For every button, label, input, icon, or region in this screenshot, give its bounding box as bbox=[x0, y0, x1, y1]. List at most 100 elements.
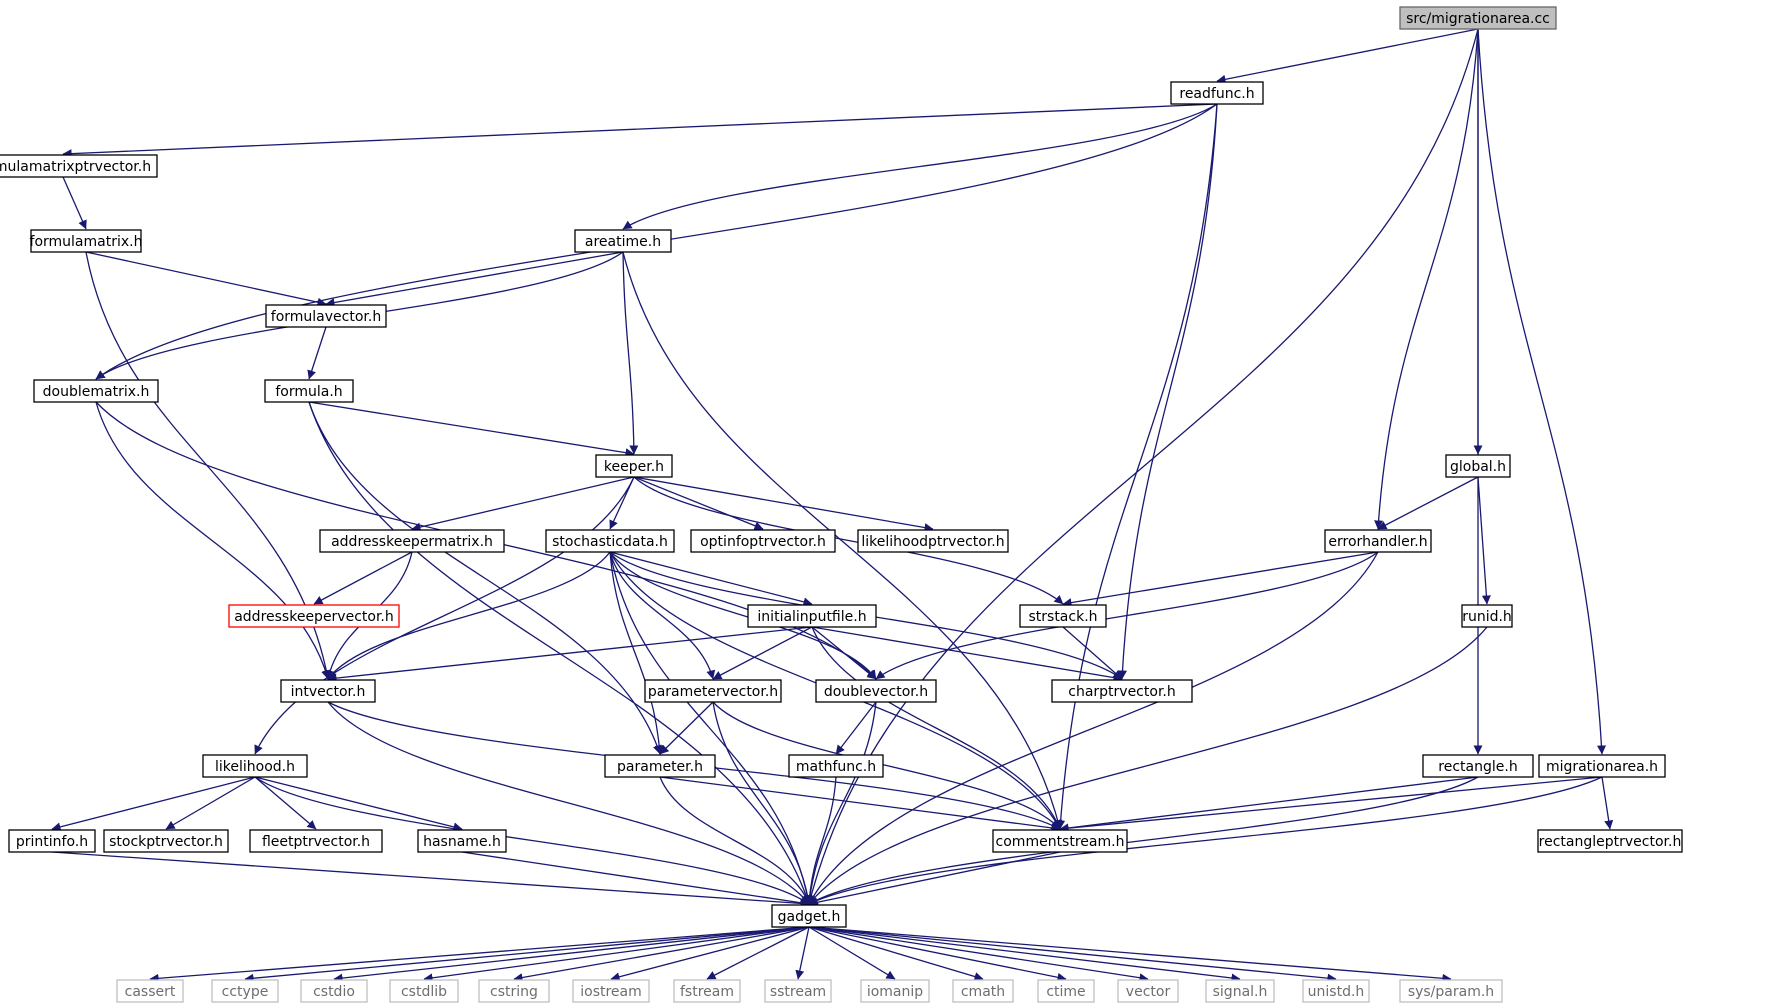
node-stockptr[interactable]: stockptrvector.h bbox=[103, 829, 229, 853]
node-comment[interactable]: commentstream.h bbox=[992, 829, 1128, 853]
node-fmatrix[interactable]: formulamatrix.h bbox=[30, 229, 143, 253]
edge-fmatrix-to-fvector bbox=[85, 251, 327, 307]
edge-gadget-to-unistd bbox=[808, 926, 1337, 983]
node-akv[interactable]: addresskeepervector.h bbox=[228, 604, 400, 628]
node-ctime-box bbox=[1037, 979, 1095, 1003]
node-unistd[interactable]: unistd.h bbox=[1302, 979, 1370, 1003]
node-signal-label: signal.h bbox=[1213, 984, 1268, 1000]
edge-param-to-gadget bbox=[659, 776, 811, 905]
node-dmatrix[interactable]: doublematrix.h bbox=[33, 379, 159, 403]
node-strstack-box bbox=[1019, 604, 1107, 628]
node-likeptr[interactable]: likelihoodptrvector.h bbox=[857, 529, 1009, 553]
node-gadget-label: gadget.h bbox=[778, 909, 841, 925]
edge-stoch-to-dblvec bbox=[609, 551, 877, 680]
edge-gadget-to-iostream bbox=[610, 926, 810, 982]
node-fvector-label: formulavector.h bbox=[271, 309, 381, 325]
node-readfunc-label: readfunc.h bbox=[1179, 86, 1254, 102]
node-fstream[interactable]: fstream bbox=[673, 979, 741, 1003]
edge-paramvec-to-param bbox=[659, 701, 714, 755]
node-migarea[interactable]: migrationarea.h bbox=[1538, 754, 1666, 778]
node-ctime[interactable]: ctime bbox=[1037, 979, 1095, 1003]
node-signal[interactable]: signal.h bbox=[1205, 979, 1275, 1003]
node-global[interactable]: global.h bbox=[1445, 454, 1511, 478]
node-paramvec[interactable]: parametervector.h bbox=[644, 679, 782, 703]
node-fmpv[interactable]: formulamatrixptrvector.h bbox=[0, 154, 158, 178]
node-vector[interactable]: vector bbox=[1117, 979, 1179, 1003]
node-dmatrix-label: doublematrix.h bbox=[43, 384, 150, 400]
node-stoch[interactable]: stochasticdata.h bbox=[545, 529, 675, 553]
node-optinfo-box bbox=[690, 529, 836, 553]
node-sysparam[interactable]: sys/param.h bbox=[1399, 979, 1503, 1003]
node-keeper[interactable]: keeper.h bbox=[595, 454, 673, 478]
node-rect-label: rectangle.h bbox=[1438, 759, 1517, 775]
node-charptr[interactable]: charptrvector.h bbox=[1051, 679, 1193, 703]
node-cstdlib[interactable]: cstdlib bbox=[389, 979, 459, 1003]
node-cassert[interactable]: cassert bbox=[116, 979, 184, 1003]
node-likelihood-label: likelihood.h bbox=[215, 759, 295, 775]
node-fvector[interactable]: formulavector.h bbox=[265, 304, 387, 328]
node-gadget[interactable]: gadget.h bbox=[771, 904, 847, 928]
node-iomanip-box bbox=[860, 979, 930, 1003]
node-runid[interactable]: runid.h bbox=[1461, 604, 1513, 628]
node-cstdio[interactable]: cstdio bbox=[300, 979, 368, 1003]
node-errh[interactable]: errorhandler.h bbox=[1324, 529, 1432, 553]
node-mathfunc-label: mathfunc.h bbox=[796, 759, 876, 775]
node-cmath[interactable]: cmath bbox=[952, 979, 1014, 1003]
node-iostream-box bbox=[572, 979, 650, 1003]
node-mathfunc[interactable]: mathfunc.h bbox=[788, 754, 884, 778]
edge-migarea-to-comment bbox=[1059, 776, 1603, 833]
edge-akm-to-akv bbox=[313, 551, 413, 605]
edge-likelihood-to-stockptr bbox=[165, 776, 256, 830]
edge-formula-to-keeper bbox=[308, 401, 635, 458]
node-strstack[interactable]: strstack.h bbox=[1019, 604, 1107, 628]
node-sstream[interactable]: sstream bbox=[764, 979, 832, 1003]
edge-gadget-to-vector bbox=[808, 926, 1149, 983]
node-areatime-box bbox=[574, 229, 672, 253]
node-initinput-label: initialinputfile.h bbox=[757, 609, 866, 625]
node-param-label: parameter.h bbox=[617, 759, 703, 775]
edge-readfunc-to-charptr bbox=[1117, 103, 1218, 680]
node-errh-label: errorhandler.h bbox=[1328, 534, 1427, 550]
node-global-box bbox=[1445, 454, 1511, 478]
node-akm[interactable]: addresskeepermatrix.h bbox=[319, 529, 505, 553]
node-areatime[interactable]: areatime.h bbox=[574, 229, 672, 253]
node-rect[interactable]: rectangle.h bbox=[1422, 754, 1534, 778]
edge-errh-to-gadget bbox=[808, 551, 1379, 905]
node-optinfo[interactable]: optinfoptrvector.h bbox=[690, 529, 836, 553]
node-akv-label: addresskeepervector.h bbox=[234, 609, 394, 625]
node-cstdlib-label: cstdlib bbox=[401, 984, 447, 1000]
edge-likelihood-to-hasname bbox=[254, 776, 463, 832]
node-iomanip[interactable]: iomanip bbox=[860, 979, 930, 1003]
edge-stoch-to-gadget bbox=[609, 551, 812, 905]
node-initinput[interactable]: initialinputfile.h bbox=[747, 604, 877, 628]
node-comment-label: commentstream.h bbox=[996, 834, 1125, 850]
node-formula[interactable]: formula.h bbox=[264, 379, 354, 403]
node-root[interactable]: src/migrationarea.cc bbox=[1399, 6, 1557, 30]
node-dblvec[interactable]: doublevector.h bbox=[815, 679, 937, 703]
node-rectptr[interactable]: rectangleptrvector.h bbox=[1537, 829, 1683, 853]
node-charptr-label: charptrvector.h bbox=[1068, 684, 1175, 700]
node-likelihood[interactable]: likelihood.h bbox=[202, 754, 308, 778]
node-fleetptr[interactable]: fleetptrvector.h bbox=[249, 829, 383, 853]
node-fstream-box bbox=[673, 979, 741, 1003]
node-cctype[interactable]: cctype bbox=[211, 979, 279, 1003]
node-iomanip-label: iomanip bbox=[867, 984, 923, 1000]
node-intvec[interactable]: intvector.h bbox=[280, 679, 376, 703]
node-migarea-box bbox=[1538, 754, 1666, 778]
node-iostream[interactable]: iostream bbox=[572, 979, 650, 1003]
node-vector-box bbox=[1117, 979, 1179, 1003]
node-root-label: src/migrationarea.cc bbox=[1406, 11, 1550, 27]
node-rectptr-label: rectangleptrvector.h bbox=[1539, 834, 1682, 850]
node-cstdlib-box bbox=[389, 979, 459, 1003]
node-param[interactable]: parameter.h bbox=[604, 754, 716, 778]
edge-stoch-to-intvec bbox=[327, 551, 611, 680]
edge-root-to-readfunc bbox=[1216, 28, 1479, 84]
node-readfunc[interactable]: readfunc.h bbox=[1170, 81, 1264, 105]
edge-intvec-to-gadget bbox=[327, 701, 810, 905]
node-hasname[interactable]: hasname.h bbox=[417, 829, 507, 853]
node-cstring[interactable]: cstring bbox=[478, 979, 550, 1003]
edge-gadget-to-signal bbox=[808, 926, 1241, 983]
node-printinfo[interactable]: printinfo.h bbox=[8, 829, 96, 853]
edge-areatime-to-comment bbox=[622, 251, 1063, 830]
